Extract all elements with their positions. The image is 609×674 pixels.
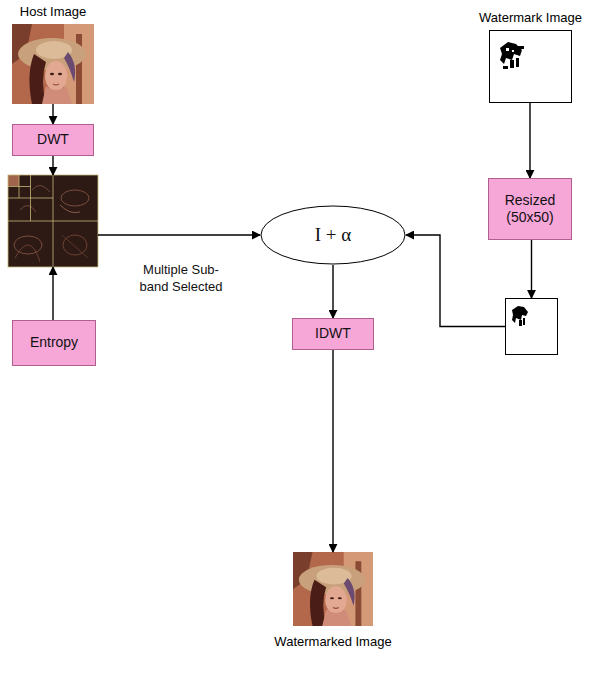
arrow-connector (406, 235, 505, 327)
image-heading: Watermarked Image (274, 634, 391, 649)
host-image: Host Image (12, 24, 94, 104)
embed-ellipse: I + α (260, 205, 406, 265)
arrow-connector (529, 103, 530, 178)
arrow-connector (52, 267, 53, 320)
watermark-image: Watermark Image (489, 30, 572, 103)
arrow-connector (332, 350, 333, 552)
image-heading: Watermark Image (479, 10, 582, 25)
edge-label: Multiple Sub-band Selected (138, 262, 224, 296)
arrow-connector (332, 265, 333, 318)
resized-watermark (505, 298, 558, 355)
process-box: Entropy (12, 320, 96, 366)
resized-watermark-picture (506, 299, 558, 355)
arrow-connector (98, 234, 260, 235)
arrow-connector (531, 240, 532, 298)
node-label: I + α (315, 224, 352, 246)
watermark-picture (490, 31, 572, 103)
watermarked-image: Watermarked Image (293, 552, 373, 626)
node-label: Resized (50x50) (495, 192, 565, 227)
node-label: Entropy (30, 334, 78, 352)
subband-image (8, 175, 98, 267)
process-box: Resized (50x50) (488, 178, 572, 240)
process-box: IDWT (292, 318, 374, 350)
subband-image (8, 175, 98, 267)
process-box: DWT (12, 124, 94, 156)
image-heading: Host Image (20, 4, 86, 19)
arrow-connector (52, 104, 53, 124)
node-label: DWT (37, 131, 69, 149)
arrow-connector (52, 156, 53, 175)
node-label: IDWT (315, 325, 351, 343)
